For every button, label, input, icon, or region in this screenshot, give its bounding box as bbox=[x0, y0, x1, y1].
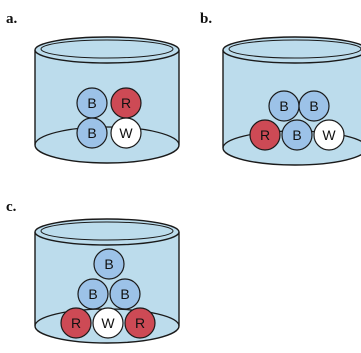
ball-circle bbox=[281, 119, 313, 151]
ball-letter: B bbox=[87, 125, 96, 141]
ball-white: W bbox=[92, 307, 124, 339]
panel-a: a. B R B W bbox=[6, 11, 180, 164]
ball-letter: B bbox=[120, 286, 129, 302]
ball-letter: W bbox=[119, 125, 133, 141]
ball-letter: W bbox=[322, 127, 336, 143]
jar-rim-inner bbox=[40, 221, 174, 241]
ball-letter: R bbox=[135, 315, 145, 331]
ball-circle bbox=[313, 119, 345, 151]
ball-red: R bbox=[110, 87, 142, 119]
ball-red: R bbox=[124, 307, 156, 339]
ball-letter: B bbox=[87, 95, 96, 111]
ball-blue: B bbox=[93, 248, 125, 280]
ball-letter: R bbox=[71, 315, 81, 331]
jar-outline bbox=[34, 50, 180, 164]
ball-circle bbox=[110, 117, 142, 149]
ball-circle bbox=[298, 90, 330, 122]
ball-circle bbox=[92, 307, 124, 339]
ball-red: R bbox=[60, 307, 92, 339]
ball-letter: R bbox=[260, 127, 270, 143]
balls-a: B R B W bbox=[76, 87, 142, 149]
ball-letter: B bbox=[88, 286, 97, 302]
ball-letter: B bbox=[309, 98, 318, 114]
ball-blue: B bbox=[298, 90, 330, 122]
ball-blue: B bbox=[77, 278, 109, 310]
jar-rim-inner bbox=[228, 39, 361, 59]
panel-a-label: a. bbox=[6, 11, 18, 27]
ball-circle bbox=[109, 278, 141, 310]
ball-circle bbox=[93, 248, 125, 280]
jar-rim bbox=[222, 36, 361, 64]
ball-blue: B bbox=[281, 119, 313, 151]
ball-circle bbox=[60, 307, 92, 339]
jar-outline bbox=[222, 50, 361, 166]
ball-blue: B bbox=[268, 90, 300, 122]
jar-rim bbox=[34, 36, 180, 64]
ball-letter: R bbox=[121, 95, 131, 111]
ball-blue: B bbox=[109, 278, 141, 310]
jar-rim bbox=[34, 218, 180, 246]
ball-letter: B bbox=[104, 256, 113, 272]
ball-blue: B bbox=[76, 117, 108, 149]
ball-letter: W bbox=[101, 315, 115, 331]
ball-blue: B bbox=[76, 87, 108, 119]
ball-letter: B bbox=[292, 127, 301, 143]
ball-red: R bbox=[249, 119, 281, 151]
ball-circle bbox=[124, 307, 156, 339]
jar-rim-inner bbox=[40, 39, 174, 59]
ball-circle bbox=[249, 119, 281, 151]
ball-letter: B bbox=[279, 98, 288, 114]
ball-circle bbox=[77, 278, 109, 310]
jar-outline bbox=[34, 232, 180, 344]
panel-b-label: b. bbox=[200, 11, 212, 27]
ball-white: W bbox=[313, 119, 345, 151]
jar-bottom-back-rim bbox=[34, 126, 180, 146]
panel-c-label: c. bbox=[6, 199, 17, 215]
ball-circle bbox=[76, 117, 108, 149]
ball-white: W bbox=[110, 117, 142, 149]
